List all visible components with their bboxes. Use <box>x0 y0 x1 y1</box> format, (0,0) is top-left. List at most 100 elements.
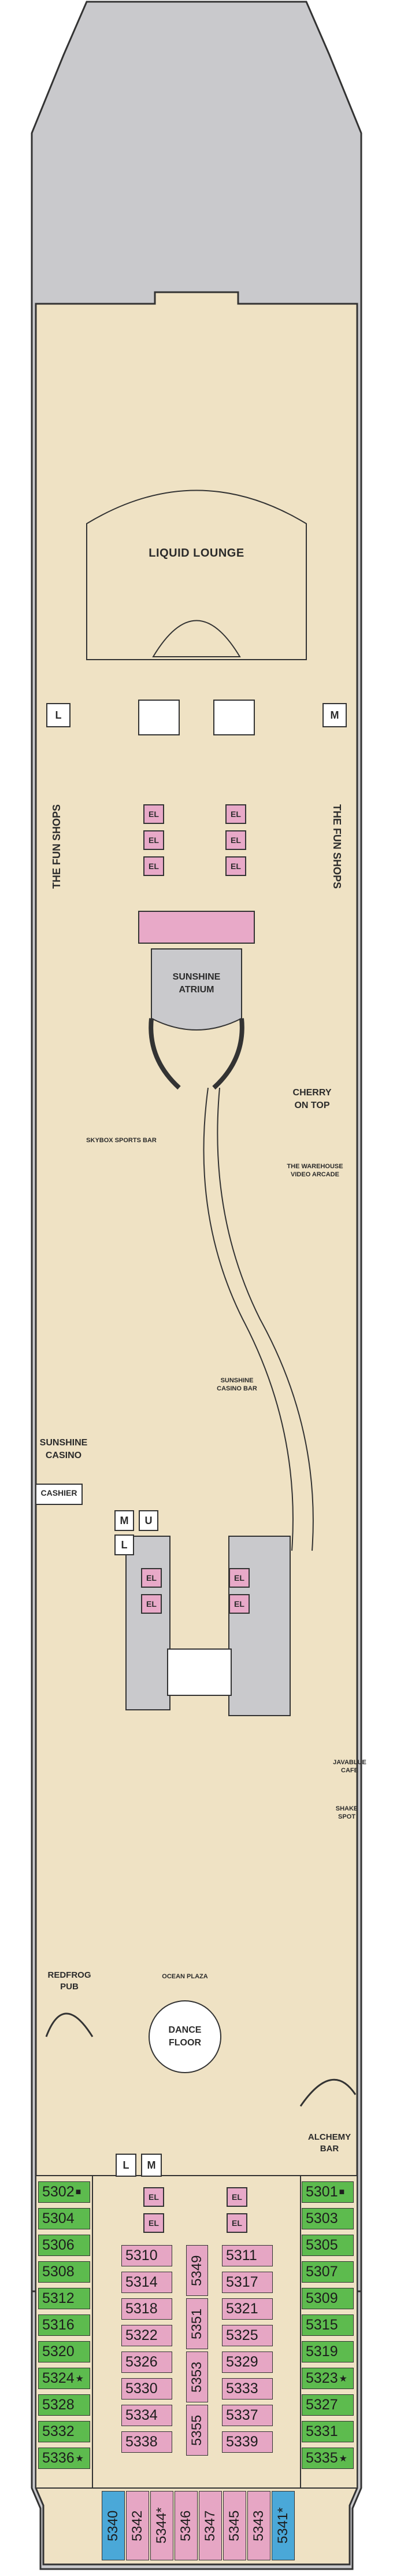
cabin-5353[interactable]: 5353 <box>186 2351 208 2402</box>
ocean-plaza-label: OCEAN PLAZA <box>162 1973 208 1980</box>
elevator-aft-3: EL <box>143 856 164 876</box>
elevator-aft-1: EL <box>143 804 164 824</box>
redfrog-label-1: REDFROG <box>47 1970 91 1980</box>
cabin-5312[interactable]: 5312 <box>38 2288 90 2309</box>
shake-label-1: SHAKE <box>335 1805 358 1812</box>
restroom-m-aft-right: M <box>322 703 347 727</box>
elevator-mid-1: EL <box>141 1568 162 1588</box>
bar-block-left <box>138 700 180 735</box>
redfrog-label-2: PUB <box>60 1982 79 1992</box>
cabin-5321[interactable]: 5321 <box>222 2298 273 2320</box>
cabin-5327[interactable]: 5327 <box>302 2394 354 2416</box>
cabin-5332[interactable]: 5332 <box>38 2421 90 2442</box>
cabin-5315[interactable]: 5315 <box>302 2314 354 2336</box>
cabin-5349[interactable]: 5349 <box>186 2245 208 2296</box>
cabin-5311[interactable]: 5311 <box>222 2245 273 2266</box>
cabin-5319[interactable]: 5319 <box>302 2341 354 2362</box>
cabin-5307[interactable]: 5307 <box>302 2261 354 2283</box>
cabin-5318[interactable]: 5318 <box>121 2298 172 2320</box>
casino-label-1: SUNSHINE <box>39 1438 88 1448</box>
cashier-desk <box>35 1484 83 1505</box>
cabin-5337[interactable]: 5337 <box>222 2405 273 2426</box>
elevator-fwd-1: EL <box>143 2187 164 2207</box>
cherry-label-1: CHERRY <box>292 1088 332 1098</box>
cherry-label-2: ON TOP <box>294 1101 330 1110</box>
cabin-5329[interactable]: 5329 <box>222 2351 273 2373</box>
javablue-label-1: JAVABLUE <box>333 1759 366 1766</box>
elevator-mid-2: EL <box>141 1594 162 1614</box>
cabin-5316[interactable]: 5316 <box>38 2314 90 2336</box>
atrium-stairs <box>138 911 255 944</box>
cabin-5302[interactable]: 5302■ <box>38 2181 90 2203</box>
atrium-stair-right <box>212 1018 244 1090</box>
cashier-label: CASHIER <box>40 1488 77 1497</box>
lift-l-mid: L <box>114 1534 134 1555</box>
elevator-fwd-3: EL <box>227 2187 247 2207</box>
bar-block-right <box>213 700 255 735</box>
stair-block-mid <box>167 1648 232 1696</box>
void-mid-right <box>228 1536 291 1716</box>
cabin-5317[interactable]: 5317 <box>222 2272 273 2293</box>
cabin-5324[interactable]: 5324★ <box>38 2368 90 2389</box>
cabin-5314[interactable]: 5314 <box>121 2272 172 2293</box>
cabin-5346[interactable]: 5346 <box>175 2491 198 2560</box>
dance-floor <box>149 2000 221 2073</box>
casino-label-2: CASINO <box>45 1451 82 1460</box>
corridor-curve <box>203 1087 294 1551</box>
cabin-5345[interactable]: 5345 <box>223 2491 246 2560</box>
dance-floor-label-2: FLOOR <box>169 2038 201 2048</box>
cabin-5305[interactable]: 5305 <box>302 2235 354 2256</box>
cabin-5304[interactable]: 5304 <box>38 2208 90 2229</box>
alchemy-label-1: ALCHEMY <box>307 2132 351 2142</box>
cabin-5328[interactable]: 5328 <box>38 2394 90 2416</box>
cabin-5325[interactable]: 5325 <box>222 2325 273 2346</box>
cabin-5351[interactable]: 5351 <box>186 2298 208 2349</box>
cabin-5342[interactable]: 5342 <box>126 2491 149 2560</box>
elevator-aft-2: EL <box>143 830 164 850</box>
cabin-5338[interactable]: 5338 <box>121 2431 172 2453</box>
alchemy-arc <box>299 2078 357 2107</box>
elevator-aft-5: EL <box>225 830 246 850</box>
cabin-5320[interactable]: 5320 <box>38 2341 90 2362</box>
cabin-5330[interactable]: 5330 <box>121 2378 172 2400</box>
warehouse-label-2: VIDEO ARCADE <box>291 1171 339 1178</box>
cabin-5336[interactable]: 5336★ <box>38 2448 90 2469</box>
liquid-lounge-label: LIQUID LOUNGE <box>149 547 244 560</box>
elevator-aft-6: EL <box>225 856 246 876</box>
cabin-5308[interactable]: 5308 <box>38 2261 90 2283</box>
cabin-5355[interactable]: 5355 <box>186 2405 208 2456</box>
cabin-5309[interactable]: 5309 <box>302 2288 354 2309</box>
cabin-5322[interactable]: 5322 <box>121 2325 172 2346</box>
cabin-5331[interactable]: 5331 <box>302 2421 354 2442</box>
atrium-stair-left <box>149 1018 181 1090</box>
corridor-curve-2 <box>217 1087 314 1551</box>
cabin-5310[interactable]: 5310 <box>121 2245 172 2266</box>
lift-l-aft-left: L <box>46 703 71 727</box>
cabin-5334[interactable]: 5334 <box>121 2405 172 2426</box>
cabin-5341[interactable]: 5341* <box>272 2491 295 2560</box>
fun-shops-left-label: THE FUN SHOPS <box>51 804 62 889</box>
dance-floor-label-1: DANCE <box>168 2025 202 2035</box>
cabin-5326[interactable]: 5326 <box>121 2351 172 2373</box>
atrium-label-2: ATRIUM <box>179 985 214 995</box>
cabin-5344[interactable]: 5344* <box>150 2491 173 2560</box>
cabin-5333[interactable]: 5333 <box>222 2378 273 2400</box>
cabin-5343[interactable]: 5343 <box>247 2491 270 2560</box>
casino-bar-label-2: CASINO BAR <box>217 1385 257 1392</box>
lounge-outline <box>86 490 307 660</box>
cabin-5306[interactable]: 5306 <box>38 2235 90 2256</box>
elevator-fwd-4: EL <box>227 2213 247 2233</box>
cabin-5347[interactable]: 5347 <box>199 2491 222 2560</box>
cabin-5301[interactable]: 5301■ <box>302 2181 354 2203</box>
cabin-5323[interactable]: 5323★ <box>302 2368 354 2389</box>
casino-bar-label-1: SUNSHINE <box>220 1377 254 1384</box>
cabin-5340[interactable]: 5340 <box>102 2491 125 2560</box>
cabin-5335[interactable]: 5335★ <box>302 2448 354 2469</box>
cabin-5339[interactable]: 5339 <box>222 2431 273 2453</box>
stage <box>152 620 241 657</box>
cabin-5303[interactable]: 5303 <box>302 2208 354 2229</box>
lift-l-fwd: L <box>116 2154 136 2177</box>
alchemy-label-2: BAR <box>320 2144 339 2154</box>
restroom-u-mid: U <box>139 1510 158 1531</box>
